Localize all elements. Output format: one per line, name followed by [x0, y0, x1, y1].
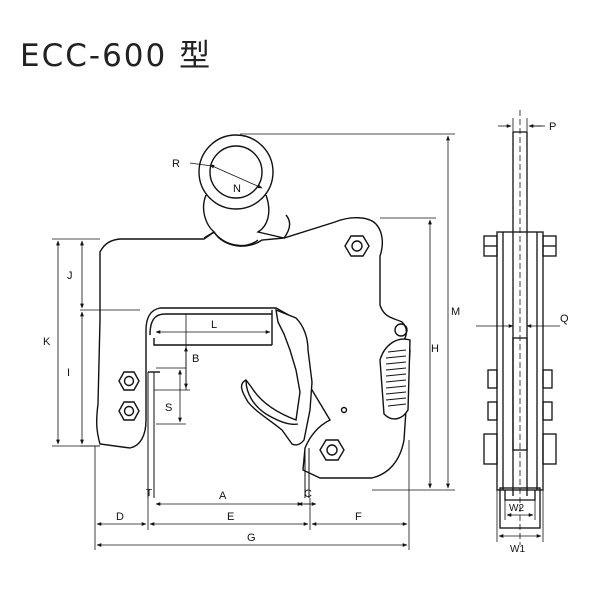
- label-S: S: [165, 402, 172, 414]
- side-dimension-lines: [476, 110, 560, 545]
- nut-top-right: [344, 235, 370, 257]
- side-bolt-1: [487, 369, 553, 389]
- nut-left-lower: [118, 401, 140, 421]
- spring: [385, 349, 407, 407]
- label-K: K: [43, 336, 51, 348]
- front-view: [95, 134, 411, 498]
- label-A: A: [219, 490, 227, 502]
- nut-bottom: [319, 439, 345, 461]
- clamp-body: [95, 217, 411, 479]
- label-F: F: [355, 511, 362, 523]
- label-D: D: [116, 511, 124, 523]
- nut-left-upper: [118, 371, 140, 391]
- label-C: C: [304, 488, 312, 500]
- small-hole: [340, 406, 348, 414]
- label-H: H: [431, 343, 439, 355]
- label-J: J: [67, 270, 73, 282]
- pivot-pin: [394, 323, 408, 337]
- label-R: R: [172, 158, 180, 170]
- spring-housing: [379, 338, 411, 420]
- dimension-labels: R N J K I L B S T A C D E F G M H P Q W2…: [43, 121, 569, 555]
- label-P: P: [549, 121, 556, 133]
- dimension-lines: [52, 133, 455, 550]
- clamp-jaw: [240, 308, 313, 446]
- side-bolt-2: [487, 401, 553, 421]
- label-W1: W1: [510, 544, 525, 555]
- side-main-plates: [496, 231, 544, 491]
- label-L: L: [211, 319, 217, 331]
- label-E: E: [227, 511, 234, 523]
- label-B: B: [192, 353, 199, 365]
- side-bolt-3: [483, 433, 557, 465]
- label-G: G: [247, 532, 256, 544]
- page-title: ECC-600 型: [20, 38, 213, 74]
- side-bolt-top: [483, 235, 557, 257]
- label-M: M: [451, 306, 460, 318]
- label-Q: Q: [560, 313, 569, 325]
- label-I: I: [67, 367, 70, 379]
- label-T: T: [146, 488, 152, 499]
- label-N: N: [233, 183, 241, 195]
- inner-frame: [149, 313, 272, 336]
- label-W2: W2: [509, 503, 524, 514]
